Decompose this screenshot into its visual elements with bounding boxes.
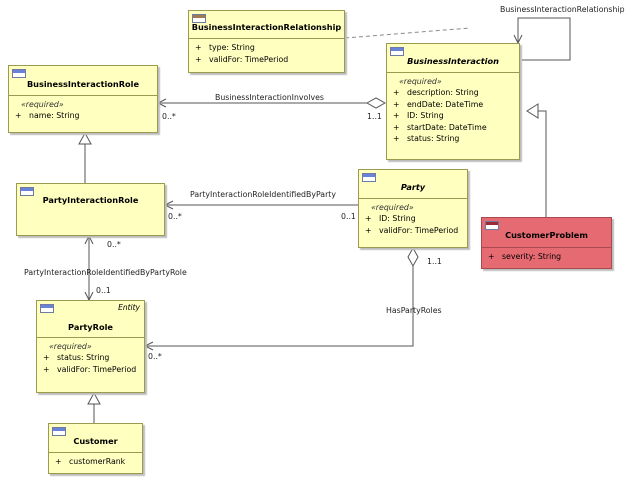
mult-identified-by-party-right: 0..1	[341, 212, 356, 221]
attribute-list: «required» +status: String +validFor: Ti…	[37, 338, 144, 375]
class-business-interaction-role[interactable]: BusinessInteractionRole «required» +name…	[8, 65, 158, 133]
attribute: +name: String	[15, 111, 80, 120]
attribute: +startDate: DateTime	[393, 122, 487, 132]
class-name: BusinessInteractionRole	[26, 79, 140, 89]
mult-identified-by-party-left: 0..*	[168, 212, 182, 221]
attribute: +type: String	[195, 43, 255, 52]
attribute: +status: String	[43, 353, 110, 362]
identified-by-party-role-arrow-top	[84, 234, 94, 245]
attribute: +validFor: TimePeriod	[195, 54, 289, 64]
class-business-interaction-relationship[interactable]: BusinessInteractionRelationship +type: S…	[188, 10, 345, 73]
mult-has-party-roles-bottom: 0..*	[148, 352, 162, 361]
identified-by-party-arrow	[163, 200, 174, 210]
class-name: CustomerProblem	[505, 230, 588, 240]
self-association-line	[517, 17, 571, 61]
generalization-cp-line	[538, 110, 547, 217]
attribute: +validFor: TimePeriod	[43, 364, 137, 374]
attribute: +customerRank	[55, 457, 126, 466]
class-name: BusinessInteractionRelationship	[191, 22, 342, 32]
stereotype-label: «required»	[49, 342, 92, 351]
class-header: BusinessInteractionRelationship	[189, 11, 344, 39]
class-name: Party	[400, 182, 426, 192]
class-icon	[485, 221, 499, 230]
class-header: Customer	[49, 424, 142, 453]
class-header: BusinessInteraction	[387, 44, 519, 73]
mult-identified-by-party-role-top: 0..*	[107, 240, 121, 249]
generalization-customer-head	[87, 391, 101, 405]
attribute: +ID: String	[393, 111, 444, 120]
class-name: Customer	[73, 436, 118, 446]
class-icon	[362, 173, 376, 182]
entity-tag: Entity	[118, 303, 140, 312]
attribute: +endDate: DateTime	[393, 99, 484, 109]
class-name: PartyRole	[68, 322, 113, 332]
mult-involves-right: 1..1	[367, 112, 382, 121]
class-header: Entity PartyRole	[37, 301, 144, 338]
class-header: CustomerProblem	[482, 218, 611, 248]
class-party-interaction-role[interactable]: PartyInteractionRole	[16, 183, 165, 236]
class-icon	[40, 304, 54, 313]
generalization-cp-head	[526, 103, 539, 119]
has-party-roles-diamond	[407, 246, 419, 268]
involves-arrow	[156, 98, 167, 108]
label-identified-by-party: PartyInteractionRoleIdentifiedByParty	[190, 190, 336, 199]
attribute: +severity: String	[488, 252, 562, 261]
attribute: +status: String	[393, 134, 460, 143]
class-icon	[12, 69, 26, 78]
mult-involves-left: 0..*	[162, 112, 176, 121]
attribute-list: «required» +name: String	[9, 96, 157, 122]
has-party-roles-line	[145, 266, 414, 347]
label-has-party-roles: HasPartyRoles	[386, 306, 442, 315]
mult-identified-by-party-role-bottom: 0..1	[96, 286, 111, 295]
class-icon	[52, 427, 66, 436]
class-business-interaction[interactable]: BusinessInteraction «required» +descript…	[386, 43, 520, 160]
class-customer-problem[interactable]: CustomerProblem +severity: String	[481, 217, 612, 269]
attribute-list: +type: String +validFor: TimePeriod	[189, 39, 344, 65]
stereotype-label: «required»	[399, 77, 442, 86]
attribute-list: +severity: String	[482, 248, 611, 263]
attribute: +validFor: TimePeriod	[365, 225, 459, 235]
label-self-association: BusinessInteractionRelationship	[500, 5, 625, 14]
attribute: +description: String	[393, 88, 479, 97]
association-class-link	[344, 27, 471, 39]
class-name: PartyInteractionRole	[42, 195, 139, 205]
generalization-pir-head	[78, 131, 92, 145]
has-party-roles-arrow	[143, 341, 154, 351]
stereotype-label: «required»	[21, 100, 64, 109]
attribute-list: «required» +description: String +endDate…	[387, 73, 519, 145]
attribute-list: +customerRank	[49, 453, 142, 468]
label-identified-by-party-role: PartyInteractionRoleIdentifiedByPartyRol…	[24, 268, 187, 277]
class-customer[interactable]: Customer +customerRank	[48, 423, 143, 474]
attribute: +ID: String	[365, 214, 416, 223]
class-party-role[interactable]: Entity PartyRole «required» +status: Str…	[36, 300, 145, 393]
stereotype-label: «required»	[371, 203, 414, 212]
class-header: PartyInteractionRole	[17, 184, 164, 236]
class-name: BusinessInteraction	[407, 56, 499, 66]
class-party[interactable]: Party «required» +ID: String +validFor: …	[358, 169, 468, 248]
class-icon	[390, 47, 404, 56]
class-icon	[20, 187, 34, 196]
class-icon	[192, 14, 206, 23]
class-header: Party	[359, 170, 467, 199]
label-involves: BusinessInteractionInvolves	[215, 93, 324, 102]
attribute-list: «required» +ID: String +validFor: TimePe…	[359, 199, 467, 236]
class-header: BusinessInteractionRole	[9, 66, 157, 96]
involves-aggregation-diamond	[365, 97, 387, 109]
mult-has-party-roles-top: 1..1	[427, 257, 442, 266]
